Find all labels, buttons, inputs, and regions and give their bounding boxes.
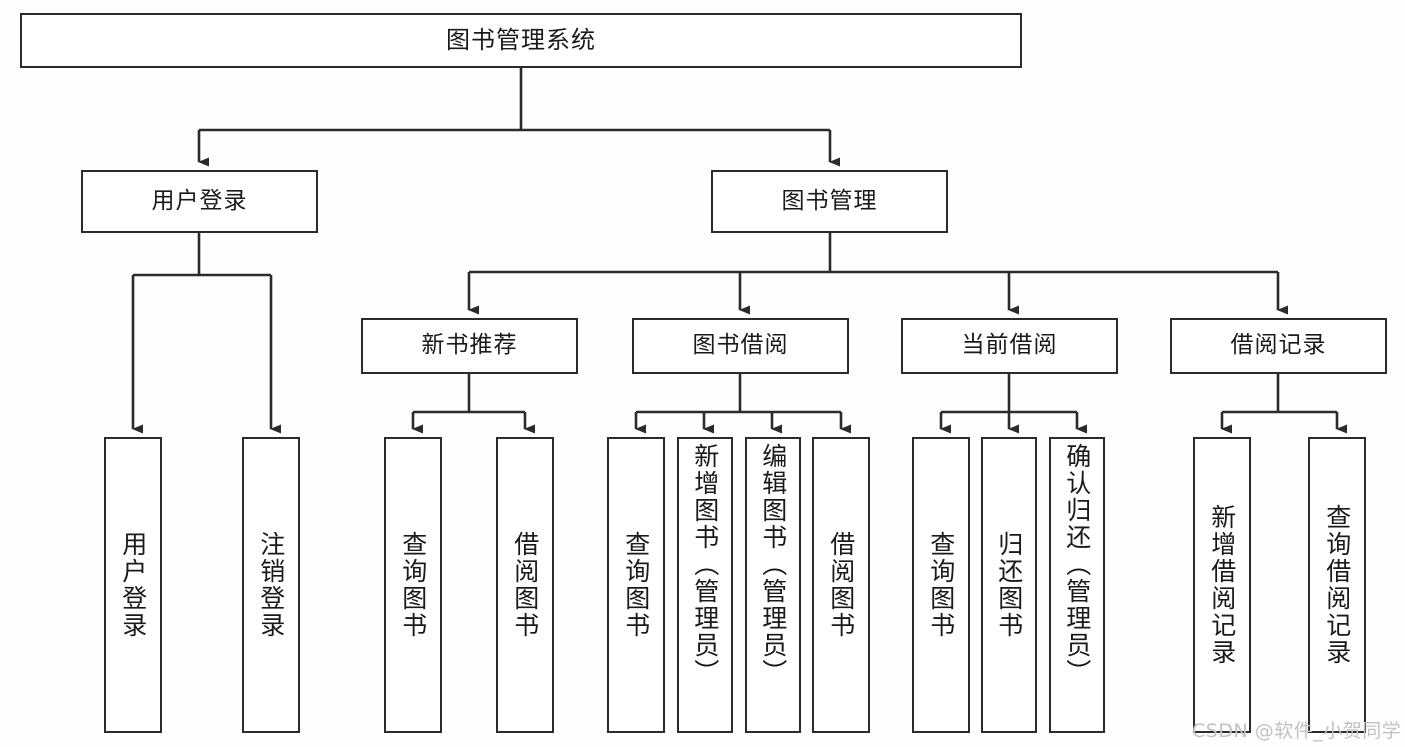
leaf-borrow-book-recommend[interactable]: 借阅图书 — [496, 437, 554, 733]
leaf-label: 编辑图书（管理员） — [758, 443, 788, 686]
leaf-query-book-borrow[interactable]: 查询图书 — [607, 437, 665, 733]
node-label: 用户登录 — [151, 187, 248, 214]
leaf-return-book[interactable]: 归还图书 — [981, 437, 1037, 733]
node-label: 图书管理系统 — [446, 26, 596, 55]
node-book-management[interactable]: 图书管理 — [711, 170, 948, 233]
leaf-label: 新增图书（管理员） — [690, 443, 720, 686]
leaf-edit-book-admin[interactable]: 编辑图书（管理员） — [745, 437, 801, 733]
leaf-logout-login[interactable]: 注销登录 — [242, 437, 300, 733]
leaf-add-borrow-record[interactable]: 新增借阅记录 — [1193, 437, 1251, 733]
watermark-csdn: CSDN @软件_小贺同学 — [1192, 720, 1402, 742]
node-book-borrow[interactable]: 图书借阅 — [632, 318, 849, 374]
leaf-label: 注销登录 — [256, 531, 286, 639]
node-label: 当前借阅 — [961, 332, 1058, 359]
leaf-user-login[interactable]: 用户登录 — [104, 437, 162, 733]
leaf-label: 用户登录 — [118, 531, 148, 639]
leaf-query-borrow-record[interactable]: 查询借阅记录 — [1308, 437, 1366, 733]
leaf-label: 借阅图书 — [826, 531, 856, 639]
leaf-label: 查询图书 — [398, 531, 428, 639]
leaf-label: 确认归还（管理员） — [1062, 443, 1092, 686]
leaf-label: 查询借阅记录 — [1322, 504, 1352, 666]
leaf-borrow-book[interactable]: 借阅图书 — [812, 437, 870, 733]
node-label: 图书管理 — [781, 187, 878, 214]
node-borrow-record[interactable]: 借阅记录 — [1170, 318, 1387, 374]
leaf-confirm-return-admin[interactable]: 确认归还（管理员） — [1049, 437, 1105, 733]
leaf-query-book-current[interactable]: 查询图书 — [912, 437, 970, 733]
leaf-label: 借阅图书 — [510, 531, 540, 639]
leaf-label: 查询图书 — [621, 531, 651, 639]
leaf-label: 归还图书 — [994, 531, 1024, 639]
leaf-add-book-admin[interactable]: 新增图书（管理员） — [677, 437, 733, 733]
node-label: 图书借阅 — [692, 332, 789, 359]
leaf-label: 查询图书 — [926, 531, 956, 639]
node-new-book-recommend[interactable]: 新书推荐 — [361, 318, 578, 374]
leaf-label: 新增借阅记录 — [1207, 504, 1237, 666]
node-user-login[interactable]: 用户登录 — [81, 170, 318, 233]
leaf-query-book-recommend[interactable]: 查询图书 — [384, 437, 442, 733]
node-root-book-management-system[interactable]: 图书管理系统 — [20, 13, 1022, 68]
node-label: 新书推荐 — [421, 332, 518, 359]
node-label: 借阅记录 — [1230, 332, 1327, 359]
node-current-borrow[interactable]: 当前借阅 — [901, 318, 1118, 374]
